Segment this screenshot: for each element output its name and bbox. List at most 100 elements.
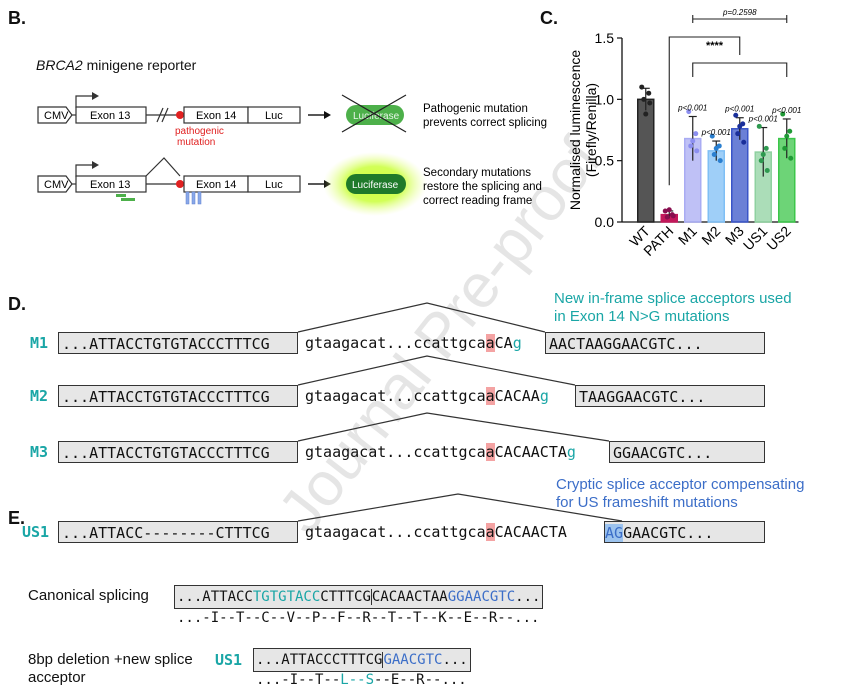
secondary-mark-green-1 bbox=[116, 194, 126, 197]
us1-exon13-seq: ...ATTACC--------CTTTCG bbox=[58, 521, 298, 543]
row-label-m3: M3 bbox=[30, 443, 49, 461]
data-point bbox=[688, 143, 694, 149]
panel-b-title: BRCA2 minigene reporter bbox=[36, 57, 197, 73]
data-point bbox=[670, 213, 676, 219]
bracket-stars-group bbox=[692, 62, 788, 77]
luciferase-glow-pill bbox=[346, 174, 406, 194]
m2-exon13-seq: ...ATTACCTGTGTACCCTTTCG bbox=[58, 385, 298, 407]
secondary-mark-blue-1 bbox=[185, 191, 190, 205]
y-tick-label: 0.0 bbox=[595, 214, 615, 230]
row-label-m1: M1 bbox=[30, 334, 49, 352]
data-point bbox=[664, 214, 670, 220]
us1-exon14-seq: AGGAACGTC... bbox=[604, 521, 765, 543]
m3-exon13-seq: ...ATTACCTGTGTACCCTTTCG bbox=[58, 441, 298, 463]
data-point bbox=[639, 84, 645, 90]
m2-intron-seq: gtaagacat...ccattgcaaCACAAg bbox=[305, 387, 549, 405]
x-tick-label: M2 bbox=[698, 223, 723, 248]
data-point bbox=[733, 112, 739, 118]
data-point bbox=[764, 167, 770, 173]
p-value-label: p<0.001 bbox=[724, 105, 754, 114]
deletion-label: 8bp deletion +new splice acceptor bbox=[28, 651, 193, 686]
m1-intron-seq: gtaagacat...ccattgcaaCAg bbox=[305, 334, 522, 352]
data-point bbox=[780, 111, 786, 117]
data-point bbox=[741, 139, 747, 145]
pathogenic-label-1: pathogenic bbox=[175, 126, 224, 137]
data-point bbox=[713, 145, 719, 151]
canonical-aa: ...-I--T--C--V--P--F--R--T--T--K--E--R--… bbox=[177, 610, 540, 626]
construct-secondary: CMV Exon 13 Exon 14 Luc Luci bbox=[37, 152, 427, 216]
bracket-stars-path bbox=[668, 36, 741, 186]
splice-lines bbox=[297, 302, 623, 522]
desc-bottom-3: correct reading frame bbox=[423, 195, 532, 207]
y-tick-label: 0.5 bbox=[595, 153, 615, 169]
deletion-seq: ...ATTACCCTTTCGGAACGTC... bbox=[253, 648, 471, 672]
bar-WT bbox=[637, 98, 655, 223]
panel-b-letter: B. bbox=[8, 8, 26, 28]
data-point bbox=[717, 158, 723, 164]
data-point bbox=[760, 152, 766, 158]
cmv-promoter bbox=[37, 106, 73, 124]
luciferase-glow-label: Luciferase bbox=[352, 180, 399, 191]
secondary-mark-green-2 bbox=[121, 198, 135, 201]
x-tick-label: US1 bbox=[740, 223, 771, 254]
y-tick-label: 1.0 bbox=[595, 91, 615, 107]
row-label-us1: US1 bbox=[22, 523, 50, 541]
luc-label: Luc bbox=[265, 110, 283, 122]
secondary-mark-blue-2 bbox=[191, 191, 196, 205]
annotation-cryptic-acceptor: Cryptic splice acceptor compensating for… bbox=[556, 476, 805, 511]
tss-arrow-2 bbox=[75, 164, 92, 177]
cmv-promoter-2 bbox=[37, 175, 73, 193]
panel-d-letter: D. bbox=[8, 294, 26, 314]
data-point bbox=[735, 131, 741, 137]
data-point bbox=[641, 96, 647, 102]
luciferase-crossed-pill bbox=[346, 105, 404, 125]
data-point bbox=[694, 148, 700, 154]
data-point bbox=[709, 133, 715, 139]
row-label-m2: M2 bbox=[30, 387, 49, 405]
data-point bbox=[693, 131, 699, 137]
p-value-label: p<0.001 bbox=[771, 106, 801, 115]
desc-top-2: prevents correct splicing bbox=[423, 117, 547, 129]
luc-box bbox=[247, 106, 301, 124]
m2-exon14-seq: TAAGGAACGTC... bbox=[575, 385, 765, 407]
y-axis-label: Normalised luminescence bbox=[567, 50, 583, 211]
bracket-top-label: p=0.2598 bbox=[722, 8, 757, 17]
luciferase-crossed-label: Luciferase bbox=[353, 111, 400, 122]
mutation-dot-2 bbox=[176, 180, 184, 188]
x-tick-label: US2 bbox=[763, 223, 794, 254]
data-point bbox=[782, 145, 788, 151]
panel-e-letter: E. bbox=[8, 508, 26, 528]
m3-exon14-seq: GGAACGTC... bbox=[609, 441, 765, 463]
deletion-aa: ...-I--T--L--S--E--R--... bbox=[256, 672, 467, 688]
luc-label-2: Luc bbox=[265, 179, 283, 191]
data-point bbox=[763, 145, 769, 151]
exon13-label-2: Exon 13 bbox=[90, 179, 130, 191]
canonical-seq: ...ATTACCTGTGTACCCTTTCGCACAACTAAGGAACGTC… bbox=[174, 585, 544, 609]
minigene-diagram: CMV Exon 13 Exon 14 Luc pathogenic mutat… bbox=[37, 92, 547, 216]
p-value-label: p<0.001 bbox=[701, 128, 731, 137]
m1-exon13-seq: ...ATTACCTGTGTACCCTTTCG bbox=[58, 332, 298, 354]
data-point bbox=[788, 155, 794, 161]
data-point bbox=[737, 123, 743, 129]
data-point bbox=[647, 100, 653, 106]
y-axis-label-2: (Firefly/Renilla) bbox=[583, 83, 599, 177]
desc-bottom-2: restore the splicing and bbox=[423, 181, 542, 193]
x-tick-label: M1 bbox=[675, 223, 700, 248]
desc-top-1: Pathogenic mutation bbox=[423, 103, 528, 115]
us1-intron-seq: gtaagacat...ccattgcaaCACAACTA bbox=[305, 523, 567, 541]
mutation-dot bbox=[176, 111, 184, 119]
splice-arc bbox=[145, 157, 181, 177]
luc-box-2 bbox=[247, 175, 301, 193]
desc-bottom-1: Secondary mutations bbox=[423, 167, 531, 179]
data-point bbox=[690, 138, 696, 144]
exon14-label-2: Exon 14 bbox=[196, 179, 236, 191]
canonical-label: Canonical splicing bbox=[28, 587, 149, 604]
data-point bbox=[711, 152, 717, 158]
pathogenic-label-2: mutation bbox=[177, 137, 215, 148]
y-tick-label: 1.5 bbox=[595, 30, 615, 46]
m3-intron-seq: gtaagacat...ccattgcaaCACAACTAg bbox=[305, 443, 576, 461]
bracket-stars-label: **** bbox=[706, 40, 724, 52]
data-point bbox=[756, 123, 762, 129]
cmv-label: CMV bbox=[44, 110, 69, 122]
